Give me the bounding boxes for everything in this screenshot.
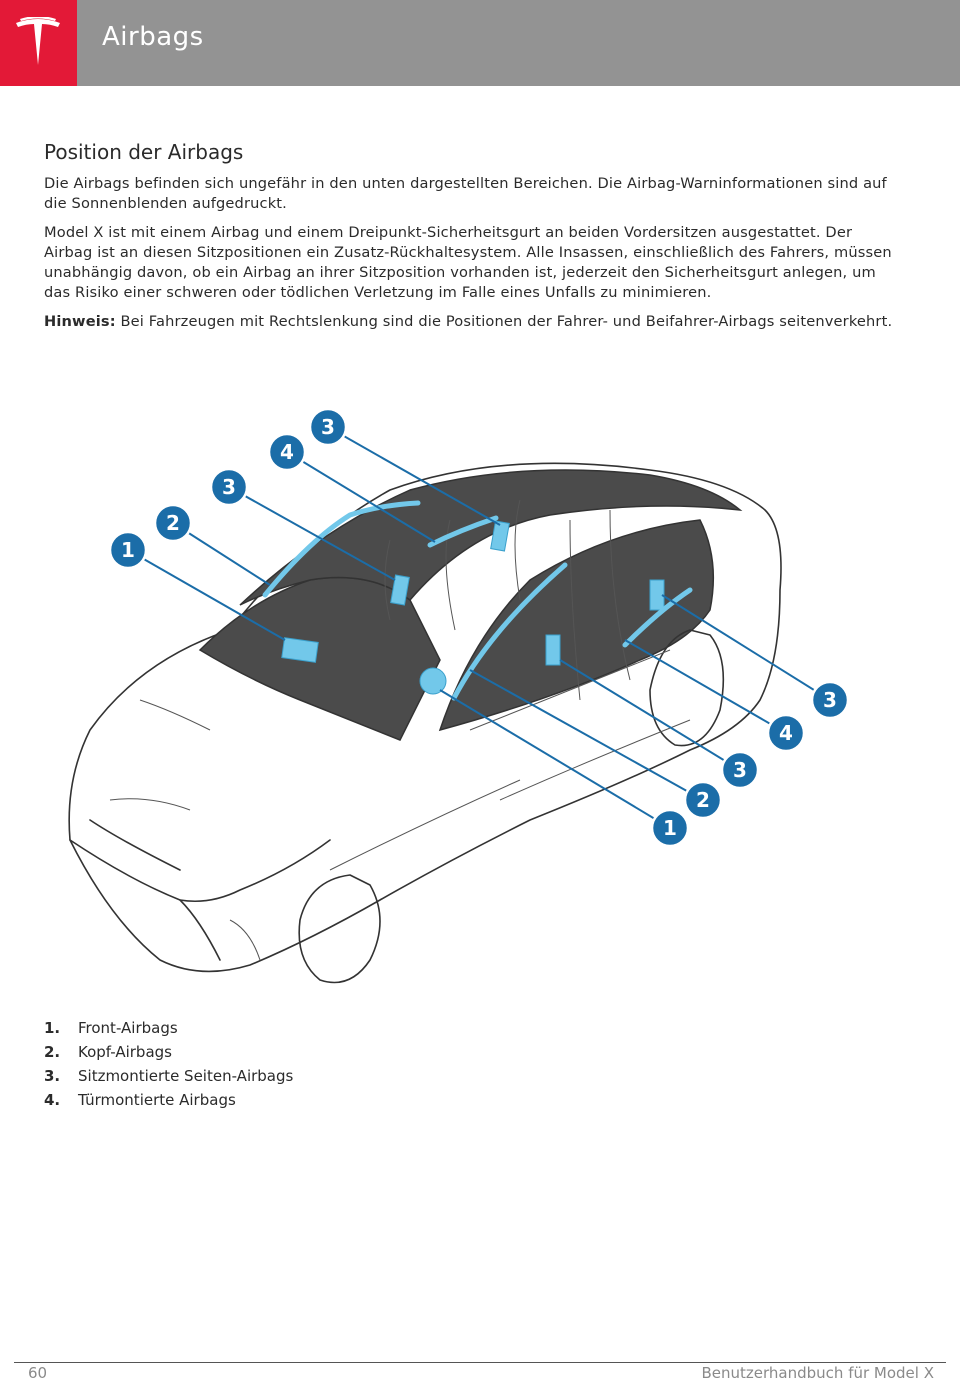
main-content: Position der Airbags Die Airbags befinde… [44, 140, 894, 341]
note-label: Hinweis: [44, 313, 116, 330]
callout-front-airbag-passenger: 1 [650, 808, 690, 848]
airbag-diagram: 1 2 3 4 3 3 4 3 2 1 [68, 407, 850, 984]
legend-item: 1.Front-Airbags [44, 1019, 178, 1037]
airbag-markers [262, 500, 693, 701]
svg-text:1: 1 [663, 816, 677, 840]
car-illustration [68, 462, 782, 984]
airbag-legend: 1.Front-Airbags 2.Kopf-Airbags 3.Sitzmon… [44, 1016, 293, 1112]
svg-text:2: 2 [696, 788, 710, 812]
footer-title: Benutzerhandbuch für Model X [701, 1364, 935, 1382]
legend-item: 2.Kopf-Airbags [44, 1043, 172, 1061]
callout-seat-airbag-right-front: 3 [720, 750, 760, 790]
svg-text:3: 3 [222, 475, 236, 499]
page-title: Airbags [102, 22, 204, 52]
svg-text:1: 1 [121, 538, 135, 562]
tesla-logo [0, 0, 77, 86]
seatbelt-paragraph: Model X ist mit einem Airbag und einem D… [44, 224, 892, 301]
svg-text:2: 2 [166, 511, 180, 535]
legend-item: 3.Sitzmontierte Seiten-Airbags [44, 1067, 294, 1085]
callout-head-airbag-left: 2 [153, 503, 193, 543]
svg-text:3: 3 [823, 688, 837, 712]
callout-seat-airbag-left-front: 3 [209, 467, 249, 507]
callout-seat-airbag-left-rear: 3 [308, 407, 348, 447]
page-number: 60 [28, 1364, 48, 1382]
svg-text:4: 4 [779, 721, 793, 745]
svg-text:4: 4 [280, 440, 294, 464]
callout-leaders [127, 426, 831, 829]
legend-item: 4.Türmontierte Airbags [44, 1091, 236, 1109]
callout-front-airbag-driver: 1 [108, 530, 148, 570]
intro-paragraph: Die Airbags befinden sich ungefähr in de… [44, 175, 887, 212]
note-paragraph: Hinweis: Bei Fahrzeugen mit Rechtslenkun… [44, 312, 894, 332]
callout-door-airbag-right: 4 [766, 713, 806, 753]
tesla-logo-icon [16, 17, 60, 65]
callout-seat-airbag-right-rear: 3 [810, 680, 850, 720]
footer-divider [14, 1362, 946, 1363]
note-text: Bei Fahrzeugen mit Rechtslenkung sind di… [115, 313, 893, 330]
svg-text:3: 3 [321, 415, 335, 439]
svg-text:3: 3 [733, 758, 747, 782]
section-title: Position der Airbags [44, 140, 244, 164]
page-header: Airbags [0, 0, 960, 86]
callout-door-airbag-left: 4 [267, 432, 307, 472]
callout-head-airbag-right: 2 [683, 780, 723, 820]
callout-badges: 1 2 3 4 3 3 4 3 2 1 [108, 407, 850, 848]
